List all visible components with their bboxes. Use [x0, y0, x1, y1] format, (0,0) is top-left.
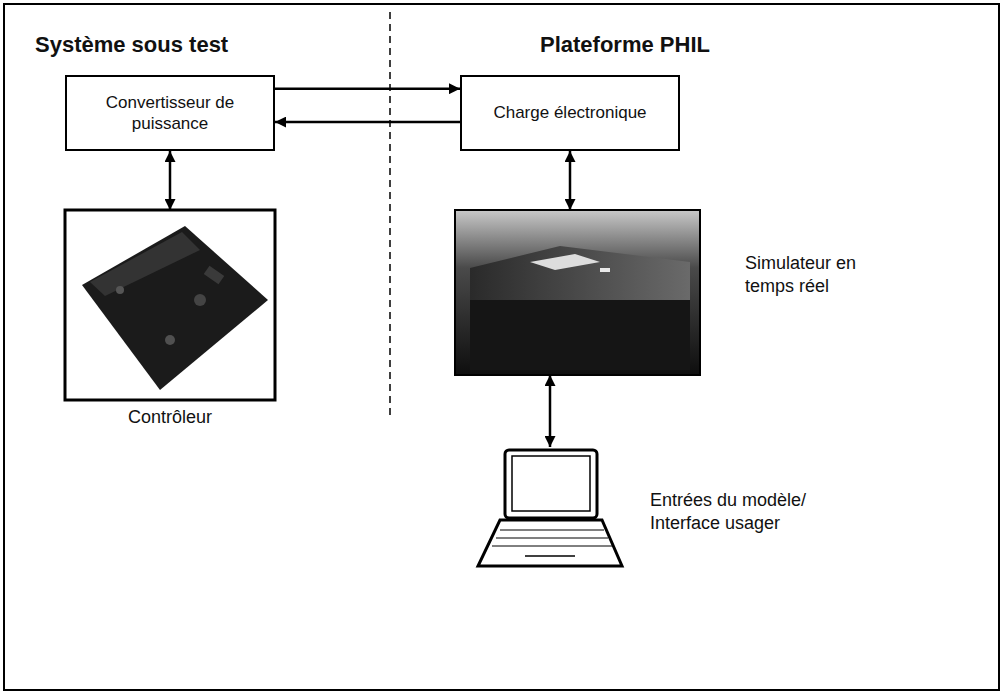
node-caption: Contrôleur [65, 406, 275, 429]
controller-picture [65, 210, 275, 400]
controller-node: Contrôleur [65, 210, 275, 400]
process-box: Convertisseur de puissance [65, 75, 275, 151]
laptop-icon [478, 450, 622, 566]
connector-arrow [169, 151, 172, 210]
section-heading: Système sous test [35, 32, 228, 58]
connector-arrow [569, 151, 572, 210]
process-box: Charge électronique [460, 75, 680, 151]
section-heading: Plateforme PHIL [540, 32, 710, 58]
box-label: Charge électronique [493, 102, 646, 123]
connector-arrow [275, 87, 460, 90]
divider-line [389, 12, 391, 415]
node-caption: Simulateur en temps réel [745, 252, 880, 299]
node-caption: Entrées du modèle/ Interface usager [650, 489, 845, 536]
connector-arrow [549, 375, 552, 447]
box-label: Convertisseur de puissance [77, 92, 263, 135]
simulator-picture [455, 210, 700, 375]
connector-arrow [275, 121, 460, 124]
simulator-node: Simulateur en temps réel [455, 210, 700, 375]
laptop-node: Entrées du modèle/ Interface usager [476, 447, 624, 569]
